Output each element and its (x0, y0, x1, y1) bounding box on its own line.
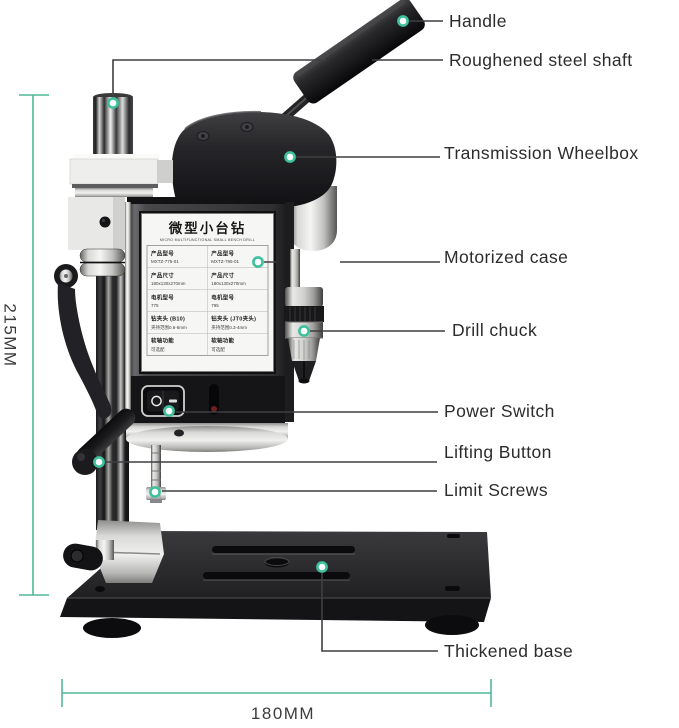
callout-label-case: Motorized case (444, 247, 569, 267)
spec-header: 产品尺寸 (151, 272, 174, 279)
callout-label-switch: Power Switch (444, 401, 555, 421)
table-row: 软轴功能可选配 软轴功能可选配 (146, 333, 269, 356)
base-clamp (63, 520, 164, 583)
spec-header: 钻夹头 (JT0夹头) (211, 316, 257, 322)
spec-value: 795 (211, 302, 219, 308)
column-bracket (68, 154, 173, 277)
steel-shaft (93, 93, 133, 161)
callout-label-wheelbox: Transmission Wheelbox (444, 143, 639, 163)
spec-value: 180x130x270mm (151, 280, 186, 286)
spec-header: 产品型号 (211, 250, 235, 257)
table-row: 钻夹头 (B10) 夹持范围0.6-6mm 钻夹头 (JT0夹头) 夹持范围0.3-… (146, 311, 269, 334)
spec-value: 180x130x270mm (211, 280, 246, 286)
spec-value: MXTZ-775-01 (151, 258, 179, 264)
spec-value: MXTZ-795-01 (211, 258, 240, 264)
key-slot (209, 384, 219, 415)
spec-value: 夹持范围0.6-6mm (151, 325, 187, 330)
callout-label-chuck: Drill chuck (452, 320, 538, 340)
callout-label-lifting: Lifting Button (444, 442, 552, 462)
callout-label-handle: Handle (449, 11, 507, 31)
spec-value: 夹持范围0.3-4mm (211, 325, 248, 330)
spec-subtitle: MICRO MULTIFUNCTIONAL SMALL BENCH DRILL (159, 238, 256, 243)
spec-header: 产品尺寸 (211, 272, 235, 279)
lifting-lever (54, 264, 136, 475)
power-off-symbol (151, 395, 162, 407)
height-dimension-label: 215MM (0, 303, 20, 368)
power-switch (141, 385, 185, 417)
callout-label-shaft: Roughened steel shaft (449, 50, 633, 70)
callout-label-screws: Limit Screws (444, 480, 548, 500)
spec-header: 电机型号 (211, 294, 235, 301)
width-dimension-label: 180MM (250, 704, 316, 723)
callout-label-base: Thickened base (444, 641, 574, 661)
spec-header: 钻夹头 (B10) (151, 316, 186, 322)
power-on-symbol (169, 399, 177, 403)
spec-header: 软轴功能 (211, 337, 235, 344)
spec-value: 可选配 (211, 346, 225, 352)
handle (262, 0, 425, 138)
spec-label: 微型小台钻 MICRO MULTIFUNCTIONAL SMALL BENCH … (141, 213, 274, 372)
drill-chuck (284, 249, 324, 384)
head-flange (126, 423, 288, 452)
spec-header: 产品型号 (151, 250, 174, 257)
spec-header: 软轴功能 (151, 337, 174, 344)
transmission-wheelbox (171, 110, 337, 208)
spec-title: 微型小台钻 (168, 221, 247, 236)
limit-screw (146, 445, 166, 503)
spec-header: 电机型号 (151, 294, 174, 301)
spec-value: 可选配 (151, 346, 165, 352)
spec-value: 775 (151, 302, 159, 308)
